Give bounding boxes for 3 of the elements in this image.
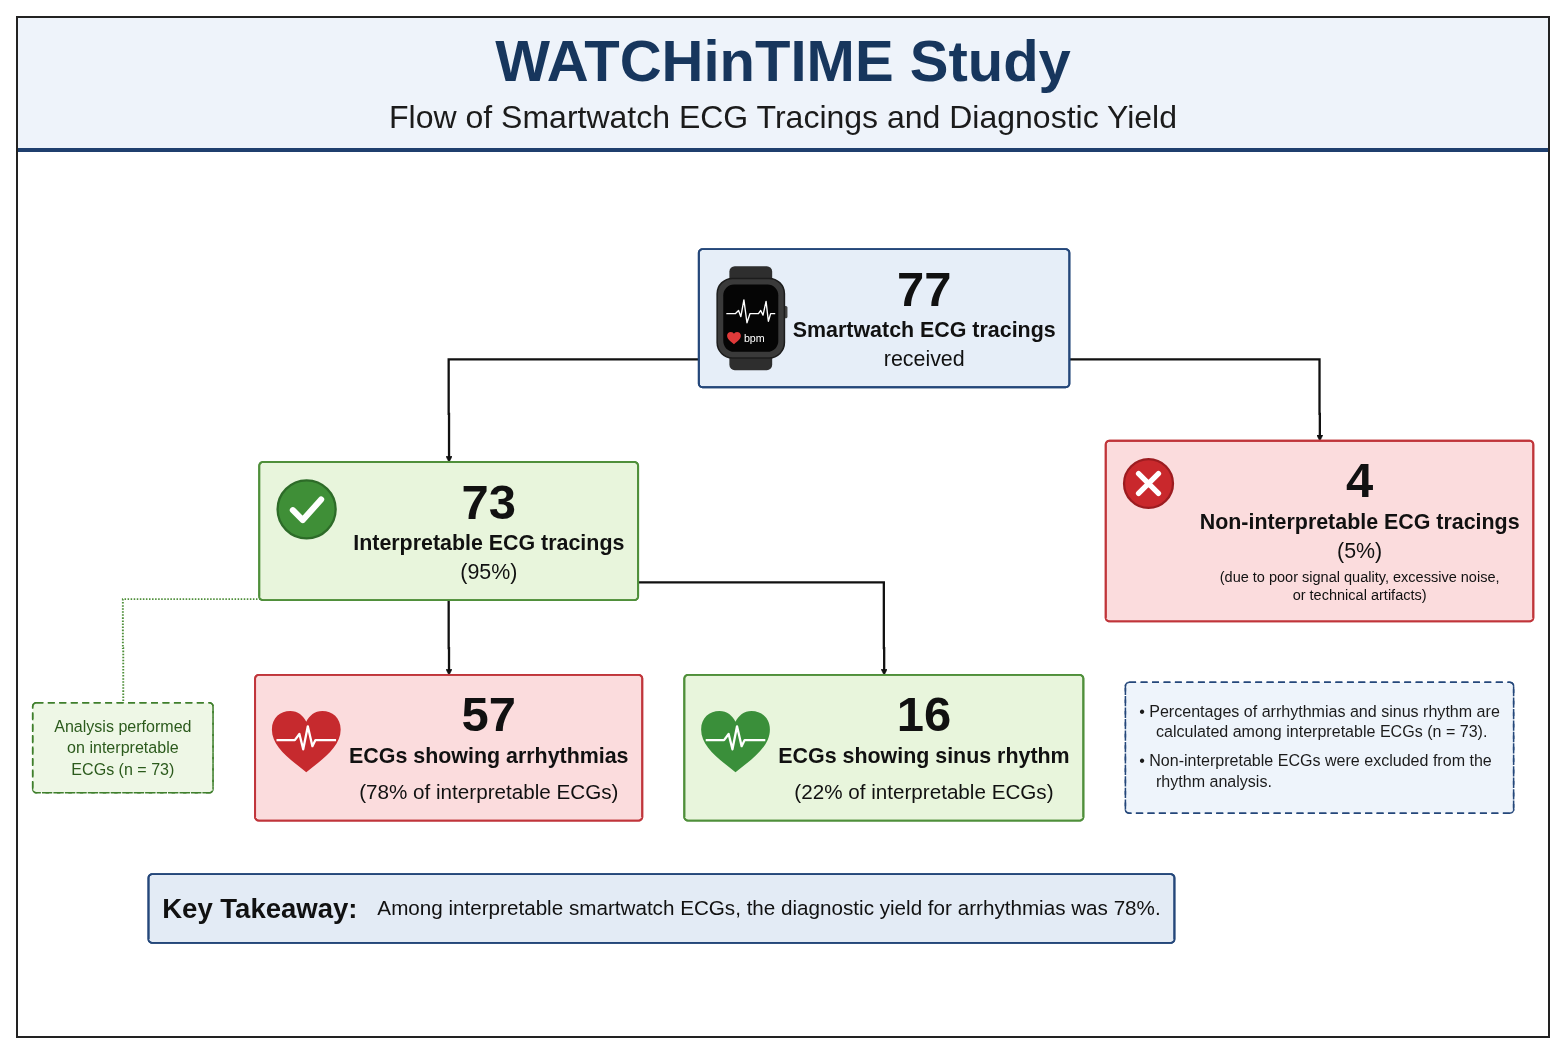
- subtitle: Flow of Smartwatch ECG Tracings and Diagnostic Yield: [389, 97, 1177, 137]
- title: WATCHinTIME Study: [495, 28, 1071, 95]
- screen-text: bpm: [743, 331, 765, 344]
